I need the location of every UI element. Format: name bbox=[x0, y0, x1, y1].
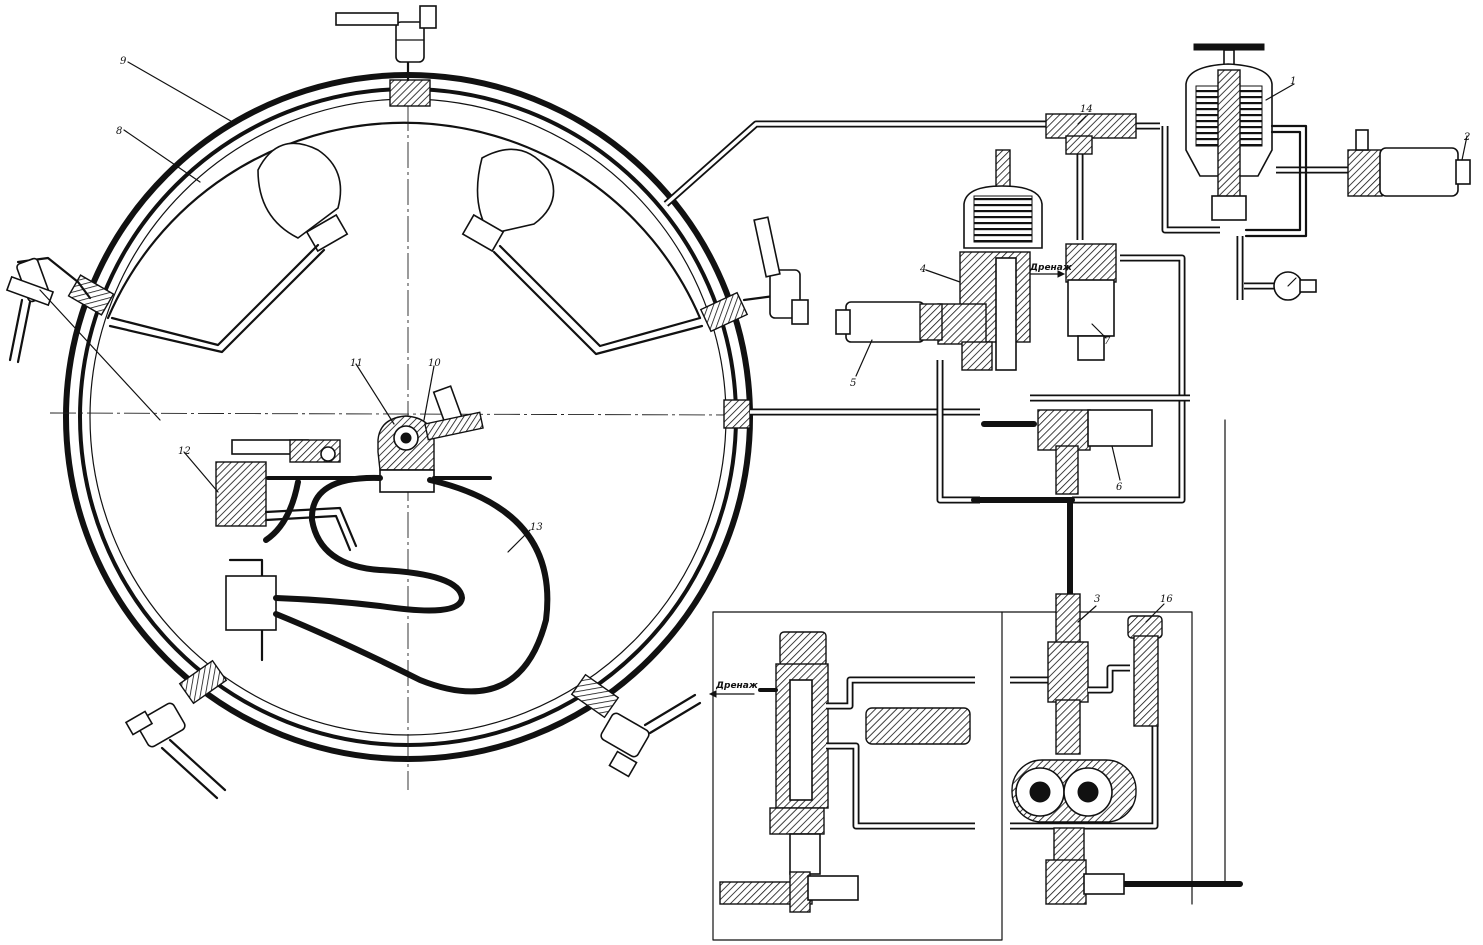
signal-lines bbox=[971, 419, 1243, 887]
inset-detail bbox=[712, 593, 1193, 941]
callout-9: 9 bbox=[120, 56, 127, 67]
callout-14: 14 bbox=[1080, 104, 1093, 115]
inner-pump-assembly bbox=[215, 385, 551, 695]
device-7 bbox=[1065, 243, 1117, 361]
drain-label-lower: Дренаж bbox=[708, 681, 759, 698]
callout-4: 4 bbox=[919, 264, 926, 275]
top-valve bbox=[335, 5, 437, 82]
regulator-1 bbox=[1185, 43, 1308, 238]
callout-13: 13 bbox=[530, 522, 543, 533]
callout-1: 1 bbox=[1290, 76, 1296, 87]
left-valve bbox=[5, 256, 92, 364]
callout-16: 16 bbox=[1160, 594, 1173, 605]
svg-text:Дренаж: Дренаж bbox=[715, 681, 759, 691]
leader-lines bbox=[39, 61, 1468, 623]
tank-fittings bbox=[67, 79, 751, 719]
gauge bbox=[1273, 271, 1317, 301]
device-6 bbox=[1037, 409, 1153, 495]
callout-12: 12 bbox=[178, 446, 191, 457]
device-5 bbox=[835, 301, 943, 343]
callout-6: 6 bbox=[1116, 482, 1123, 493]
callout-10: 10 bbox=[428, 358, 441, 369]
drain-label-upper: Дренаж bbox=[1029, 263, 1073, 278]
right-valve-upper bbox=[742, 216, 809, 325]
callout-8: 8 bbox=[116, 126, 122, 137]
inner-sensors bbox=[108, 142, 704, 356]
callout-11: 11 bbox=[350, 358, 363, 369]
bottom-left-valve bbox=[124, 702, 227, 800]
callout-5: 5 bbox=[850, 378, 856, 389]
callout-2: 2 bbox=[1463, 132, 1470, 143]
bottom-right-valve bbox=[600, 693, 702, 778]
device-2 bbox=[1347, 129, 1471, 197]
valve-assembly-4 bbox=[937, 149, 1043, 371]
callout-labels: 1 2 3 4 5 6 7 8 9 10 11 12 13 14 16 bbox=[116, 56, 1470, 605]
svg-text:Дренаж: Дренаж bbox=[1029, 263, 1073, 273]
callout-7: 7 bbox=[1104, 336, 1111, 347]
fitting-14 bbox=[1045, 113, 1137, 155]
callout-3: 3 bbox=[1094, 594, 1100, 605]
